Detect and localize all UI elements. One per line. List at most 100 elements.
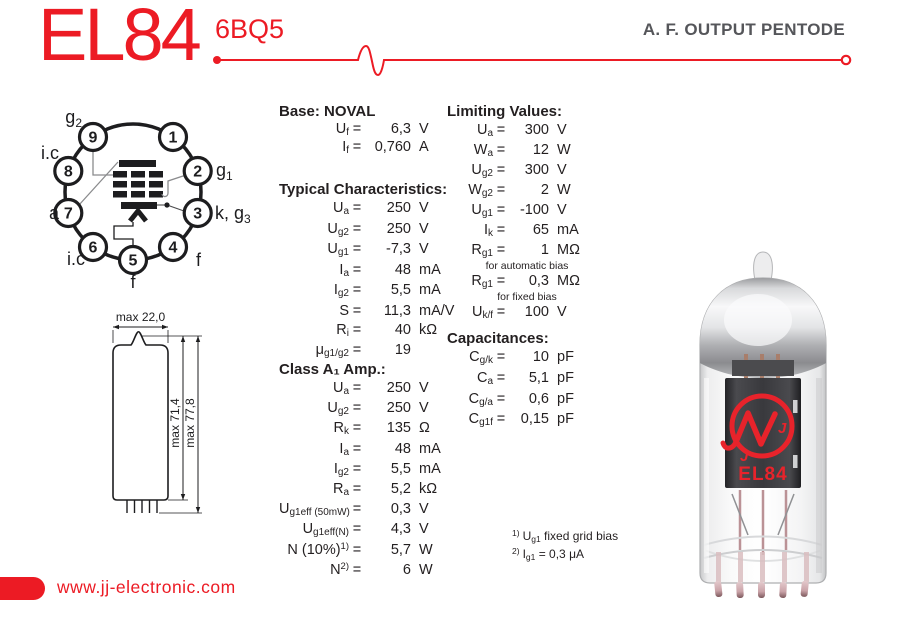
spec-value: 5,5: [390, 460, 411, 477]
spec-symbol: Ua: [476, 122, 493, 139]
spec-subscript: g2: [481, 188, 493, 199]
spec-value: 40: [394, 321, 411, 338]
spec-subscript: g1eff(N): [313, 527, 349, 539]
spec-condition-note: for automatic bias: [485, 260, 569, 272]
svg-text:8: 8: [64, 164, 73, 181]
footnote: 2)Ig1 = 0,3 μA: [512, 546, 618, 564]
spec-unit: mA: [419, 440, 441, 457]
spec-value: 5,7: [390, 541, 411, 558]
spec-subscript: g/k: [479, 355, 493, 366]
equals-sign: =: [352, 501, 362, 518]
spec-unit: W: [557, 182, 571, 198]
header-rule-sine-icon: [213, 44, 852, 77]
pin-labels: g2 i.c a i.c f f k, g3 g1: [41, 107, 251, 292]
equals-sign: =: [496, 142, 506, 158]
pin-9: 9: [77, 121, 109, 153]
spec-value: 19: [394, 342, 411, 359]
top-mica-structure: [732, 354, 794, 380]
footnote-text: fixed grid bias: [540, 529, 619, 543]
spec-unit: A: [419, 139, 429, 155]
equals-sign: =: [496, 369, 506, 386]
spec-value: 0,3: [528, 273, 549, 289]
equals-sign: =: [352, 460, 362, 477]
pin-3: 3: [182, 197, 213, 229]
spec-value: 65: [532, 222, 549, 238]
dimension-lines: [112, 326, 202, 514]
spec-condition-note: for fixed bias: [497, 291, 557, 303]
tube-outline: [112, 330, 169, 501]
spec-value: 10: [532, 349, 549, 365]
spec-symbol: N (10%)1): [287, 540, 349, 558]
spec-subscript: g1: [481, 208, 493, 219]
pin-4: 4: [157, 231, 189, 263]
pin-connection-wires: [78, 150, 187, 206]
equals-sign: =: [496, 411, 506, 428]
equals-sign: =: [496, 304, 506, 320]
equals-sign: =: [352, 380, 362, 396]
spec-symbol: Ug2: [327, 400, 349, 418]
spec-unit: V: [419, 220, 429, 237]
spec-subscript: a: [487, 375, 493, 387]
equals-sign: =: [352, 282, 362, 299]
equals-sign: =: [352, 541, 362, 558]
spec-subscript: g2: [481, 168, 493, 179]
spec-subscript: g1: [481, 248, 493, 259]
spec-value: 48: [394, 261, 411, 278]
section-title: Class A₁ Amp.:: [279, 361, 386, 378]
spec-symbol: If: [342, 139, 349, 156]
spec-unit: W: [557, 142, 571, 158]
spec-subscript: g2: [337, 226, 349, 238]
tube-pins: [714, 580, 809, 598]
spec-symbol: Ug2: [471, 162, 493, 179]
spec-unit: V: [419, 380, 429, 396]
spec-symbol: Ca: [476, 369, 493, 387]
pin-label-kg3: k, g3: [215, 203, 251, 226]
equals-sign: =: [496, 202, 506, 218]
spec-unit: V: [419, 241, 429, 258]
dim-body-height-label: max 71,4: [168, 398, 182, 448]
section-title: Capacitances:: [447, 330, 549, 347]
spec-symbol: Ug1eff (50mW): [279, 501, 350, 519]
spec-symbol: Ua: [332, 200, 349, 217]
spec-value: 300: [524, 162, 549, 178]
spec-symbol: Ug1: [327, 241, 349, 259]
section-title: Base: NOVAL: [279, 103, 376, 120]
spec-subscript: k: [344, 426, 349, 438]
spec-unit: V: [557, 304, 567, 320]
spec-symbol: Wa: [473, 142, 493, 159]
spec-unit: MΩ: [557, 273, 580, 289]
equals-sign: =: [496, 349, 506, 365]
spec-unit: V: [557, 202, 567, 218]
spec-unit: V: [557, 162, 567, 178]
spec-subscript: a: [343, 487, 349, 499]
equals-sign: =: [352, 420, 362, 437]
page-title: EL84: [38, 0, 202, 76]
spec-value: 48: [394, 440, 411, 457]
svg-text:7: 7: [64, 206, 73, 223]
website-link[interactable]: www.jj-electronic.com: [57, 577, 236, 597]
dim-width-label: max 22,0: [116, 310, 166, 324]
tube-pins-lines: [126, 500, 158, 513]
spec-symbol: N2): [330, 560, 349, 578]
spec-unit: W: [419, 561, 433, 578]
footnote-subscript: g1: [531, 534, 541, 544]
spec-subscript: a: [343, 386, 349, 397]
spec-unit: pF: [557, 369, 574, 386]
